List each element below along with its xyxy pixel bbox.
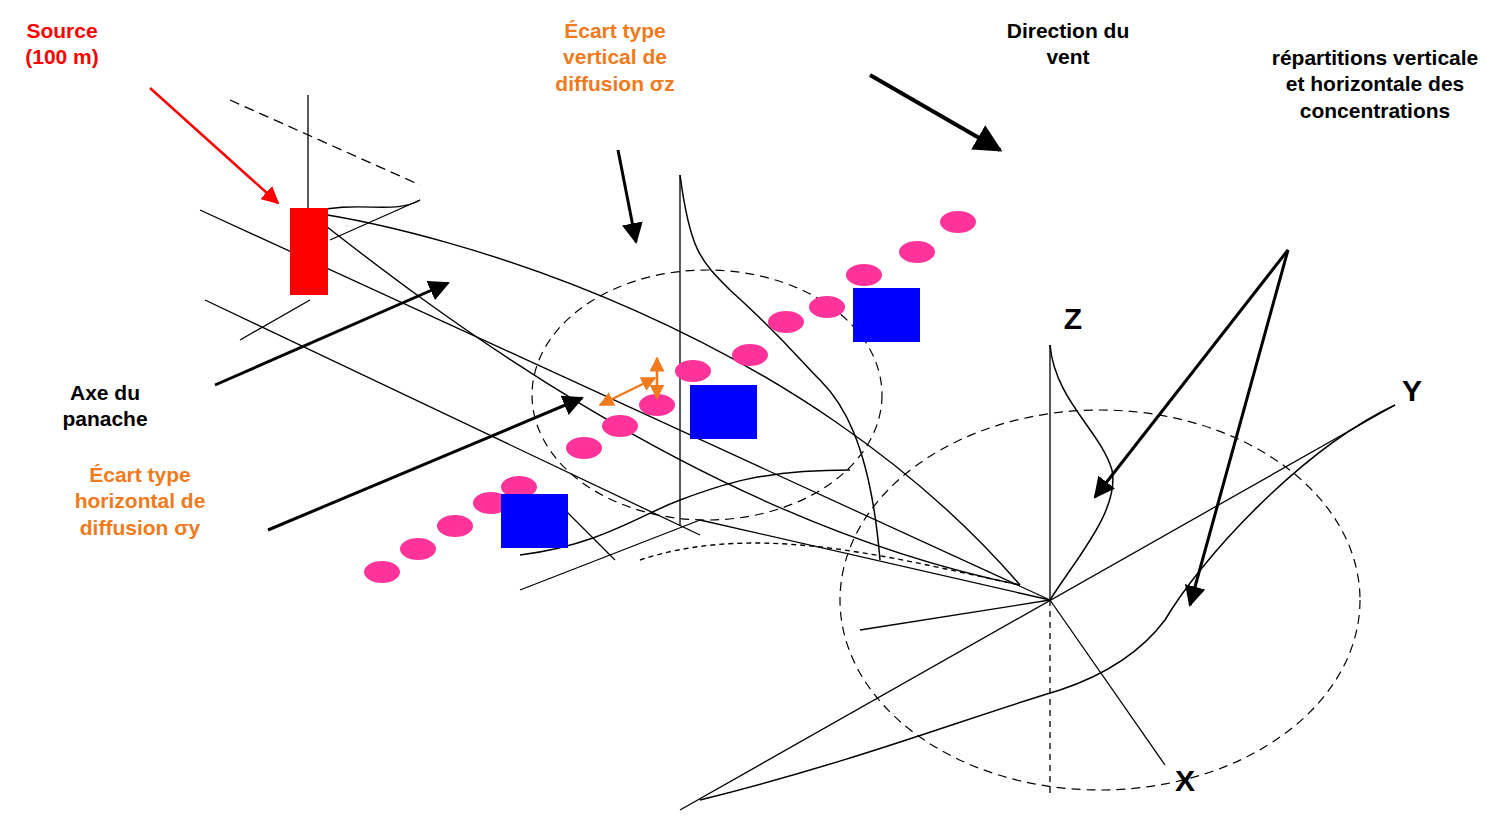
wind-label: Direction du vent <box>1006 18 1131 71</box>
plume-axis-label: Axe du panache <box>30 380 180 433</box>
monitoring-stations <box>501 288 920 548</box>
sigma-y-label: Écart type horizontal de diffusion σy <box>63 462 218 541</box>
axis-z-label: Z <box>1053 300 1093 338</box>
gaussian-curves <box>520 175 1395 800</box>
sigma-z-label: Écart type vertical de diffusion σz <box>528 18 703 97</box>
plume-outline <box>308 200 1020 585</box>
axis-x-label: X <box>1165 762 1205 800</box>
axis-y-label: Y <box>1392 372 1432 410</box>
receptor-dots <box>364 211 976 583</box>
ground-lines <box>200 95 1395 810</box>
source-label: Source (100 m) <box>15 18 110 71</box>
source-stack <box>290 208 328 295</box>
leader-arrows <box>150 75 1288 605</box>
distribution-label: répartitions verticale et horizontale de… <box>1263 45 1488 124</box>
